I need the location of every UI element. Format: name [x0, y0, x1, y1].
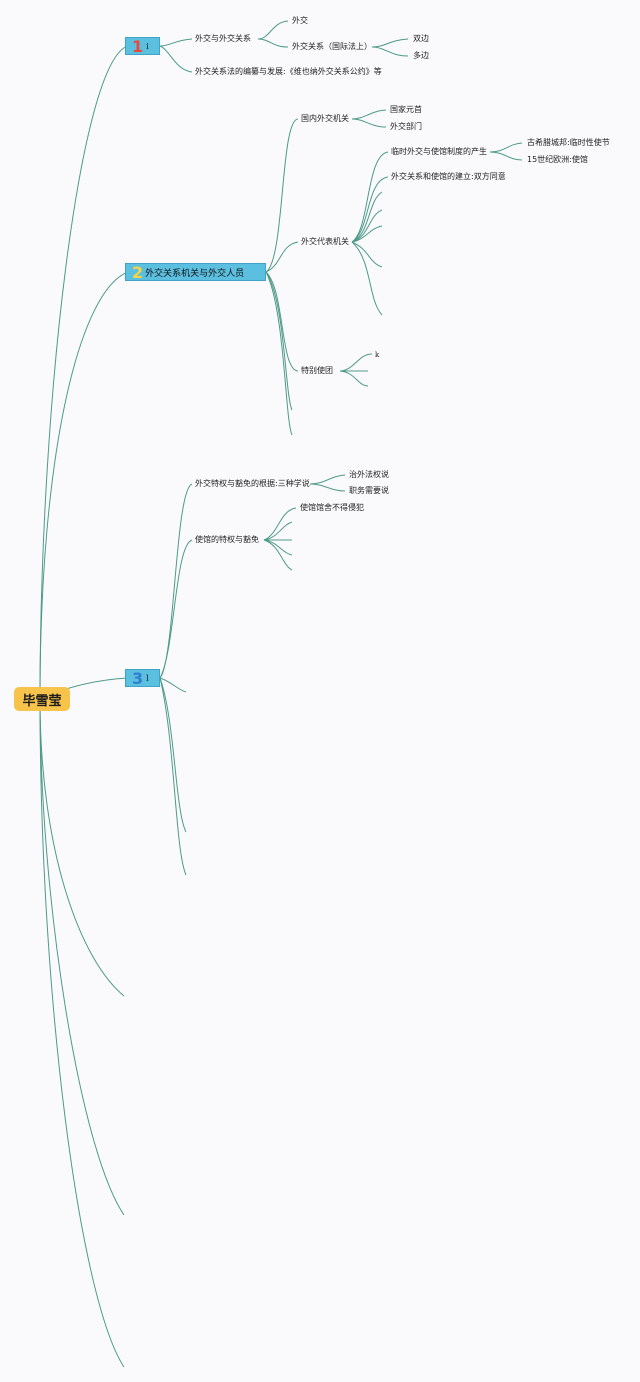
- topic-special-mission[interactable]: 特别使团: [301, 366, 333, 375]
- topic-relations[interactable]: 外交关系（国际法上）: [292, 42, 372, 51]
- topic-basis-of-privileges[interactable]: 外交特权与豁免的根据:三种学说: [195, 479, 310, 488]
- topic-head-of-state[interactable]: 国家元首: [390, 105, 422, 114]
- branch-2-number: 2: [132, 262, 144, 282]
- branch-1-topic[interactable]: 1 i: [125, 36, 160, 56]
- topic-inviolability[interactable]: 使馆馆舍不得侵犯: [300, 503, 364, 512]
- root-to-empty-3: [39, 698, 125, 1368]
- root-to-branch2: [39, 271, 129, 700]
- topic-diplomacy[interactable]: 外交与外交关系: [195, 34, 251, 43]
- branch-3-suffix: l: [146, 673, 149, 683]
- topic-temporary-diplomacy[interactable]: 临时外交与使馆制度的产生: [391, 147, 487, 156]
- topic-ancient-greece[interactable]: 古希腊城邦:临时性使节: [527, 138, 610, 147]
- topic-foreign-ministry[interactable]: 外交部门: [390, 122, 422, 131]
- topic-bilateral[interactable]: 双边: [413, 34, 429, 43]
- branch-2-topic[interactable]: 2 外交关系机关与外交人员: [125, 262, 266, 282]
- root-to-branch1: [39, 45, 129, 700]
- branch-1-suffix: i: [146, 41, 149, 51]
- topic-mission-privileges[interactable]: 使馆的特权与豁免: [195, 535, 259, 544]
- branch-3-number: 3: [132, 668, 144, 688]
- branch-2-label: 外交关系机关与外交人员: [145, 268, 245, 279]
- topic-representative-organs[interactable]: 外交代表机关: [301, 237, 349, 246]
- topic-europe-15c[interactable]: 15世纪欧洲:使馆: [527, 155, 588, 164]
- topic-multilateral[interactable]: 多边: [413, 51, 429, 60]
- topic-k[interactable]: k: [375, 351, 380, 359]
- root-to-empty-2: [39, 698, 125, 1216]
- topic-codification[interactable]: 外交关系法的编纂与发展:《维也纳外交关系公约》等: [195, 67, 382, 76]
- root-topic[interactable]: 毕雪莹: [14, 687, 70, 711]
- root-label: 毕雪莹: [22, 693, 62, 709]
- topic-functional-necessity[interactable]: 职务需要说: [349, 486, 389, 495]
- topic-domestic-organs[interactable]: 国内外交机关: [301, 114, 349, 123]
- topic-extraterritoriality[interactable]: 治外法权说: [349, 470, 389, 479]
- branch-3-topic[interactable]: 3 l: [125, 668, 160, 688]
- branch-1-number: 1: [132, 36, 144, 56]
- topic-establishment[interactable]: 外交关系和使馆的建立:双方同意: [391, 172, 506, 181]
- topic-diplomacy-item[interactable]: 外交: [292, 16, 308, 25]
- root-to-empty-1: [39, 698, 125, 997]
